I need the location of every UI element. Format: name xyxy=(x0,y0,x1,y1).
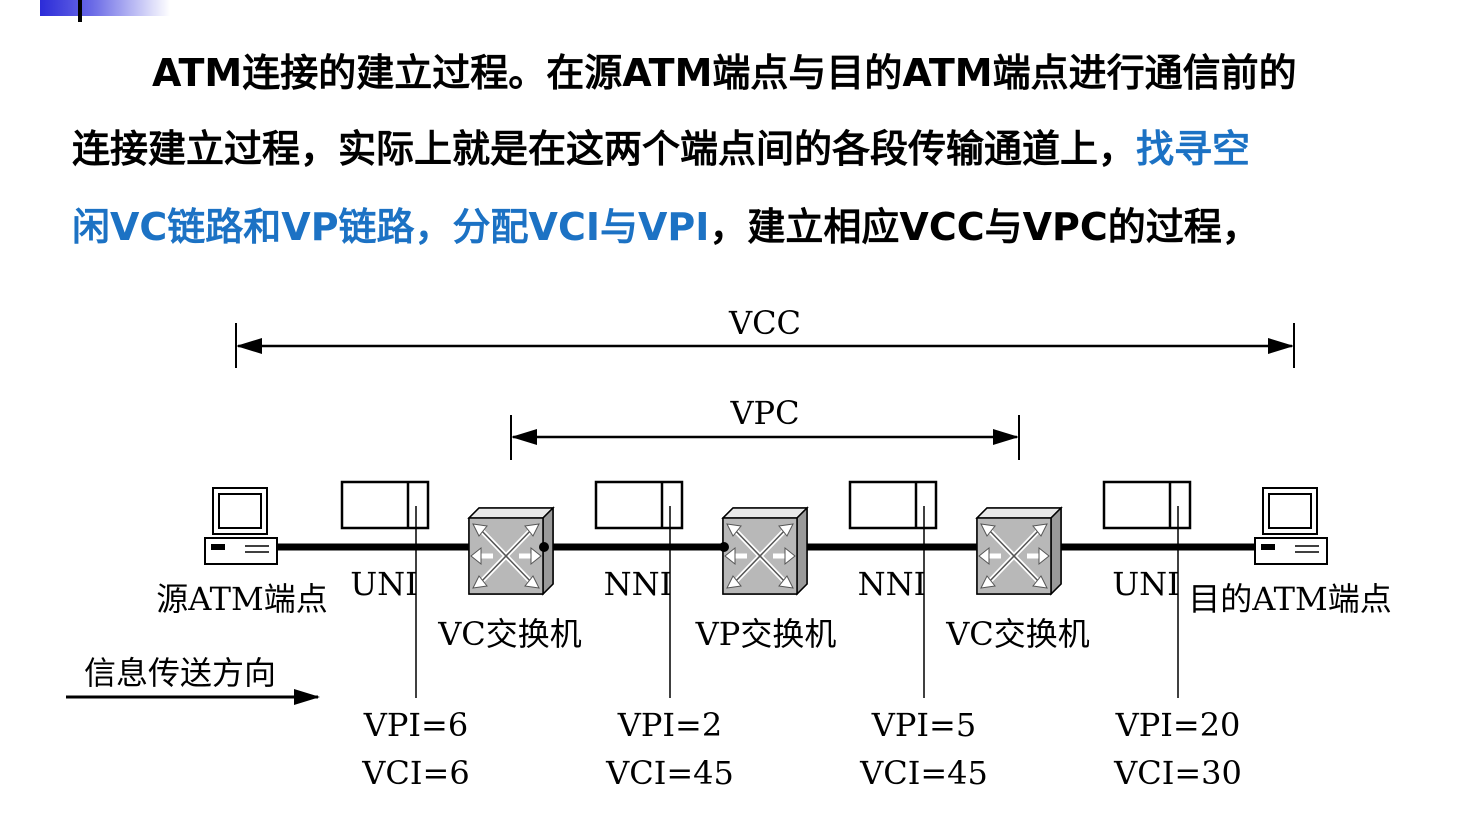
slide-corner-tick xyxy=(78,0,82,22)
vci-label-4: VCI=30 xyxy=(1113,754,1242,792)
dest-computer-icon xyxy=(1254,487,1328,565)
paragraph-line-3-highlight: 闲VC链路和VP链路，分配VCI与VPI xyxy=(72,205,710,249)
vpc-label: VPC xyxy=(729,394,799,432)
dest-endpoint-label: 目的ATM端点 xyxy=(1188,580,1391,618)
interface-label-1: UNI xyxy=(350,565,418,603)
interface-label-2: NNI xyxy=(604,565,673,603)
vpi-label-1: VPI=6 xyxy=(363,706,468,744)
source-computer-icon xyxy=(204,487,278,565)
paragraph-line-3: 闲VC链路和VP链路，分配VCI与VPI，建立相应VCC与VPC的过程， xyxy=(72,196,1432,251)
vc-switch-2-icon xyxy=(977,508,1061,594)
paragraph-line-2: 连接建立过程，实际上就是在这两个端点间的各段传输通道上，找寻空 xyxy=(72,118,1432,173)
vpi-label-2: VPI=2 xyxy=(617,706,722,744)
vci-label-3: VCI=45 xyxy=(859,754,988,792)
paragraph-line-2-highlight: 找寻空 xyxy=(1136,127,1251,171)
paragraph-line-1-text: ATM连接的建立过程。在源ATM端点与目的ATM端点进行通信前的 xyxy=(152,51,1297,95)
junction-dot xyxy=(719,542,729,552)
vpi-label-3: VPI=5 xyxy=(871,706,976,744)
paragraph-line-2-text: 连接建立过程，实际上就是在这两个端点间的各段传输通道上， xyxy=(72,127,1137,171)
vp-switch-icon xyxy=(723,508,807,594)
switch-label-3: VC交换机 xyxy=(945,615,1090,653)
switch-label-1: VC交换机 xyxy=(437,615,582,653)
slide-corner-accent xyxy=(40,0,170,16)
vci-label-1: VCI=6 xyxy=(361,754,469,792)
interface-label-4: UNI xyxy=(1112,565,1180,603)
switch-label-2: VP交换机 xyxy=(695,615,837,653)
atm-cell-icon xyxy=(340,480,430,530)
interface-label-3: NNI xyxy=(858,565,927,603)
direction-label: 信息传送方向 xyxy=(84,654,276,692)
vcc-label: VCC xyxy=(728,304,801,342)
vc-switch-1-icon xyxy=(469,508,553,594)
atm-cell-icon xyxy=(1102,480,1192,530)
paragraph-line-3-text: ，建立相应VCC与VPC的过程， xyxy=(709,205,1260,249)
atm-cell-icon xyxy=(848,480,938,530)
vci-label-2: VCI=45 xyxy=(605,754,734,792)
paragraph-line-1: ATM连接的建立过程。在源ATM端点与目的ATM端点进行通信前的 xyxy=(152,42,1484,97)
source-endpoint-label: 源ATM端点 xyxy=(156,580,327,618)
atm-cell-icon xyxy=(594,480,684,530)
junction-dot xyxy=(539,542,549,552)
vpi-label-4: VPI=20 xyxy=(1115,706,1241,744)
